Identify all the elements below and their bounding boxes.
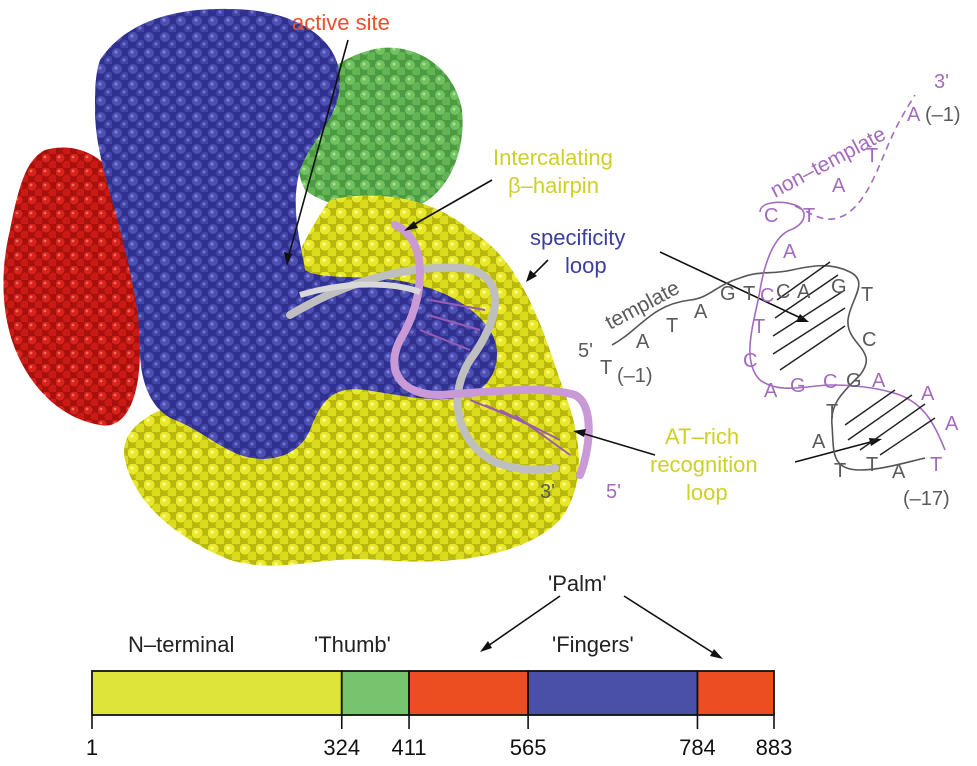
domain-tick-label: 565 <box>510 735 547 760</box>
at-rich-label-line3: loop <box>686 480 728 505</box>
t-base-t6: T <box>834 460 846 482</box>
domain-segment-2 <box>340 670 410 716</box>
domain-segment-4 <box>527 670 699 716</box>
t-base-g3: G <box>846 370 862 392</box>
palm-arrow-right <box>623 595 719 657</box>
non-template-strand-backbone <box>749 201 946 451</box>
t-base-t1: T <box>600 357 612 379</box>
dna-5prime-label: 5' <box>606 481 621 503</box>
nt-base-a4: A <box>764 380 778 402</box>
palm-arrowhead-left <box>480 641 492 652</box>
template-bases: T A T A G T C A G T C G T A T T A <box>600 276 906 483</box>
domain-bar-ticks: 1 324 411 565 784 883 <box>86 715 792 760</box>
nt-base-t1: T <box>866 145 878 167</box>
position-minus1-template: (–1) <box>617 365 653 387</box>
t-base-c1: C <box>776 281 790 303</box>
specificity-arrowhead <box>526 270 537 282</box>
t-base-t5: T <box>826 401 838 423</box>
nt-base-g1: G <box>790 375 806 397</box>
protein-structure <box>3 8 579 566</box>
nt-base-a2: A <box>832 175 846 197</box>
specificity-label-line2: loop <box>565 253 607 278</box>
nt-base-t3: T <box>753 316 765 338</box>
domain-segment-1 <box>91 670 343 716</box>
nt-base-a3: A <box>783 241 797 263</box>
t-base-g2: G <box>831 276 847 298</box>
position-minus17-template: (–17) <box>903 488 950 510</box>
intercalating-arrowhead <box>404 221 418 231</box>
domain-segment-5 <box>696 670 775 716</box>
intercalating-label-line1: Intercalating <box>493 145 613 170</box>
nt-base-c4: C <box>823 371 837 393</box>
intercalating-arrow <box>407 179 493 229</box>
domain-tick-label: 324 <box>323 735 360 760</box>
n-terminal-label: N–terminal <box>128 632 234 657</box>
nt-base-a1: A <box>907 104 921 126</box>
dna-gray-strand-2 <box>299 281 422 298</box>
t-base-g1: G <box>720 283 736 305</box>
fingers-label: 'Fingers' <box>552 632 634 657</box>
palm-label: 'Palm' <box>548 571 607 596</box>
t-base-t7: T <box>866 454 878 476</box>
at-rich-arrowhead-right <box>869 438 882 446</box>
at-rich-arrow-left <box>577 431 656 456</box>
nt-base-c3: C <box>743 350 757 372</box>
t-base-a5: A <box>892 461 906 483</box>
specificity-label-line1: specificity <box>530 225 625 250</box>
sequence-diagram: non–template 3' template 5' (–1) (–1) (–… <box>578 71 961 510</box>
nt-base-t4: T <box>930 454 942 476</box>
t-base-a3: A <box>797 281 811 303</box>
active-site-label: active site <box>292 10 390 35</box>
t-base-a1: A <box>636 331 650 353</box>
nt-base-t2: T <box>803 205 815 227</box>
t-base-t4: T <box>861 284 873 306</box>
sequence-base-pair-lines <box>772 261 936 456</box>
t-base-a4: A <box>812 431 826 453</box>
t-base-t2: T <box>666 315 678 337</box>
nt-base-c1: C <box>764 205 778 227</box>
domain-bar <box>91 670 775 716</box>
dna-base-pair-rungs <box>419 299 571 456</box>
nt-base-c2: C <box>760 285 774 307</box>
dna-3prime-label: 3' <box>540 481 555 503</box>
non-template-bases: A T A T C A C T C A G C A A A T <box>743 104 959 476</box>
nt-base-a7: A <box>945 413 959 435</box>
at-rich-label-line1: AT–rich <box>665 424 739 449</box>
template-strand-backbone <box>611 264 926 471</box>
domain-tick-label: 784 <box>679 735 716 760</box>
active-site-arrowhead <box>284 252 292 266</box>
nt-base-a5: A <box>872 370 886 392</box>
domain-tick-label: 883 <box>756 735 793 760</box>
t-base-c2: C <box>862 329 876 351</box>
dna-gray-strand <box>286 263 559 474</box>
red-domain <box>3 147 140 426</box>
intercalating-label-line2: β–hairpin <box>508 173 599 198</box>
palm-arrowhead-right <box>710 649 723 659</box>
nt-base-a6: A <box>921 383 935 405</box>
at-rich-arrowhead-left <box>573 429 586 437</box>
at-rich-arrow-right <box>794 439 879 463</box>
domain-tick-label: 411 <box>391 735 426 760</box>
dna-duplex <box>286 221 593 479</box>
palm-arrow-left <box>484 595 561 649</box>
non-template-3prime-label: 3' <box>934 71 949 93</box>
non-template-dashed-loop <box>794 94 916 220</box>
thumb-label: 'Thumb' <box>314 632 391 657</box>
position-minus1-nontemplate: (–1) <box>925 104 961 126</box>
t-base-a2: A <box>694 301 708 323</box>
at-rich-label-line2: recognition <box>650 452 758 477</box>
t-base-t3: T <box>743 283 755 305</box>
domain-map: 'Palm' N–terminal 'Thumb' 'Fingers' 1 324… <box>86 571 792 760</box>
template-5prime-label: 5' <box>578 340 593 362</box>
active-site-arrow <box>286 39 349 263</box>
specificity-to-sequence-arrow <box>659 251 806 321</box>
domain-tick-label: 1 <box>86 735 98 760</box>
domain-segment-3 <box>408 670 530 716</box>
